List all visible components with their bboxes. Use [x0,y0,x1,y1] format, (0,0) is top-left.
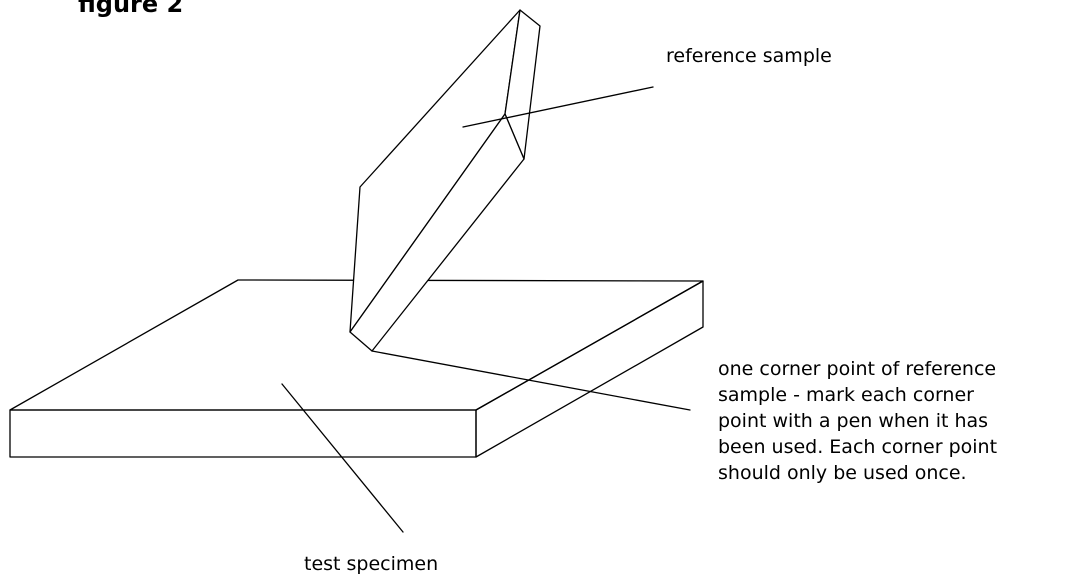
reference-sample-bottom-edge [349,113,525,352]
figure-title: figure 2 [78,0,184,18]
corner-note-line-3: point with a pen when it has [718,410,989,432]
corner-note-line-2: sample - mark each corner [718,384,974,406]
test-specimen-label: test specimen [304,553,439,575]
leader-line-reference-sample [462,86,654,128]
leader-line-test-specimen [281,383,404,533]
corner-point-note: one corner point of reference sample - m… [718,356,997,486]
corner-note-line-1: one corner point of reference [718,358,997,380]
test-specimen-slab [9,279,704,458]
reference-sample-label: reference sample [666,45,832,67]
test-specimen-side-face [475,280,704,458]
corner-note-line-4: been used. Each corner point [718,436,998,458]
corner-note-line-5: should only be used once. [718,462,967,484]
leader-line-corner-point [371,350,691,411]
test-specimen-front-face [9,409,477,458]
reference-sample-plate [349,9,541,352]
